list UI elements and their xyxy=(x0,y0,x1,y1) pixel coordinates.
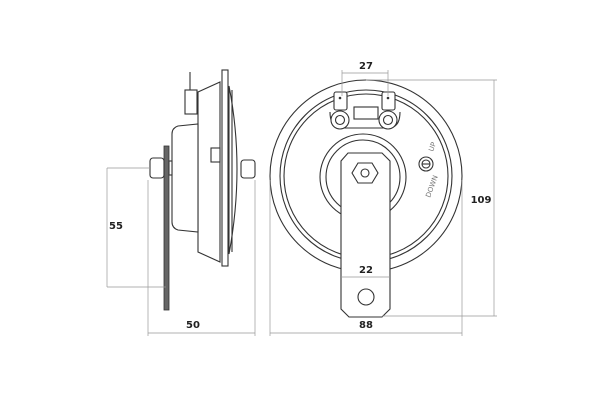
body-boss xyxy=(210,147,221,163)
front-view: UP DOWN 27 22 109 88 xyxy=(269,61,497,336)
dimension-109-label: 109 xyxy=(471,195,492,206)
dimension-88-label: 88 xyxy=(359,320,373,331)
mounting-bracket-plate xyxy=(163,145,170,311)
terminal-right xyxy=(378,91,398,130)
dimension-22-label: 22 xyxy=(359,265,373,276)
down-label: DOWN xyxy=(424,174,439,198)
right-nut xyxy=(240,159,256,179)
bracket-hole xyxy=(357,288,375,306)
diaphragm-cover xyxy=(228,85,238,255)
horn-back-shell xyxy=(197,81,221,263)
mounting-bracket xyxy=(340,152,391,318)
hex-nut xyxy=(351,162,379,184)
tone-adjust-screw: UP DOWN xyxy=(418,141,440,199)
horn-body xyxy=(171,123,199,233)
up-label: UP xyxy=(427,141,438,153)
left-nut xyxy=(149,157,165,179)
dimension-55-label: 55 xyxy=(109,221,123,232)
dimension-50-label: 50 xyxy=(186,320,200,331)
terminal-left xyxy=(330,91,350,130)
terminal-connector xyxy=(184,89,198,115)
dimension-27-label: 27 xyxy=(359,61,373,72)
mounting-flange xyxy=(221,69,229,267)
side-view: 55 50 xyxy=(106,69,256,336)
